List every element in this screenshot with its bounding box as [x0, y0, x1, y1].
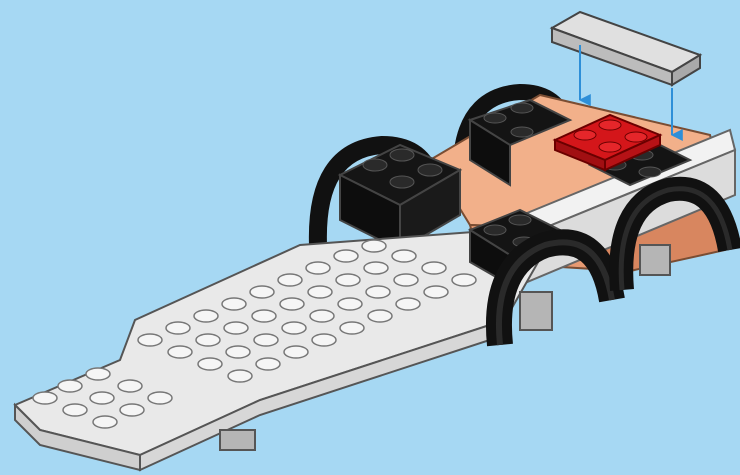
instruction-illustration	[0, 0, 740, 475]
